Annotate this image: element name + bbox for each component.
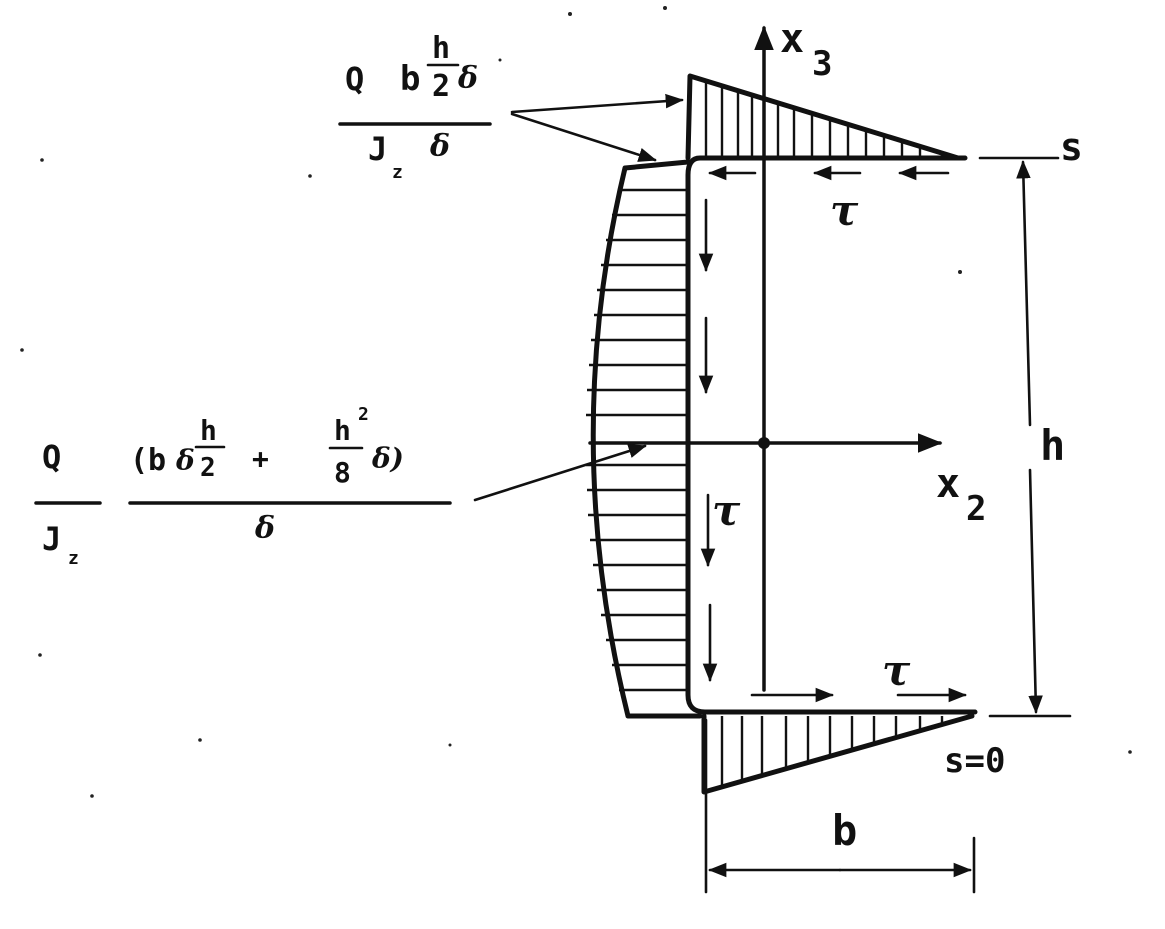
tau-label-bottom: τ [882, 646, 911, 695]
formula-web-delta1: δ [175, 444, 195, 477]
formula-web-frac-h: h [200, 414, 217, 447]
formula-flange-h: h [432, 31, 450, 66]
x3-label: x [780, 16, 804, 62]
web-stress-distribution [586, 159, 703, 719]
formula-flange-delta: δ [457, 61, 478, 96]
web-stress-formula: Q J z (b δ h 2 + h 2 8 δ) δ [34, 404, 452, 569]
top-flange-stress-distribution [685, 73, 961, 161]
channel-section [685, 155, 978, 715]
x3-subscript: 3 [812, 44, 832, 84]
shear-flow-arrows-web [698, 198, 718, 682]
height-label: h [1040, 421, 1065, 470]
formula-web-j: J [42, 520, 61, 558]
formula-web-plus: + [252, 442, 269, 475]
formula-flange-b: b [400, 59, 420, 99]
formula-web-frac-2: 2 [200, 453, 216, 483]
formula-flange-2: 2 [432, 69, 450, 104]
tau-label-web: τ [712, 486, 741, 535]
width-dimension [704, 718, 976, 894]
tau-label-top: τ [830, 186, 859, 235]
leader-lines [473, 93, 684, 502]
s-zero-label: s=0 [944, 741, 1005, 781]
formula-web-open: (b [130, 443, 166, 478]
formula-web-denominator: δ [254, 511, 275, 546]
x2-axis [588, 433, 943, 453]
formula-web-close: δ) [371, 442, 404, 475]
bottom-flange-stress-distribution [701, 713, 975, 795]
formula-web-h-sq: h [334, 414, 351, 447]
formula-flange-j-sub: z [392, 162, 403, 183]
height-dimension [978, 156, 1072, 718]
x2-label: x [936, 461, 960, 507]
formula-flange-j: J [368, 130, 387, 168]
formula-web-q: Q [42, 438, 61, 476]
flange-stress-formula: Q b h 2 δ J z δ [338, 31, 492, 183]
formula-web-eight: 8 [334, 456, 351, 489]
x2-subscript: 2 [966, 489, 986, 529]
formula-web-j-sub: z [68, 548, 79, 569]
scan-speckles [20, 6, 1132, 798]
formula-flange-q: Q [345, 60, 364, 98]
s-label-top: s [1060, 125, 1083, 169]
formula-web-sq: 2 [358, 404, 369, 425]
formula-flange-denom-delta: δ [429, 129, 450, 164]
width-label: b [832, 806, 857, 855]
